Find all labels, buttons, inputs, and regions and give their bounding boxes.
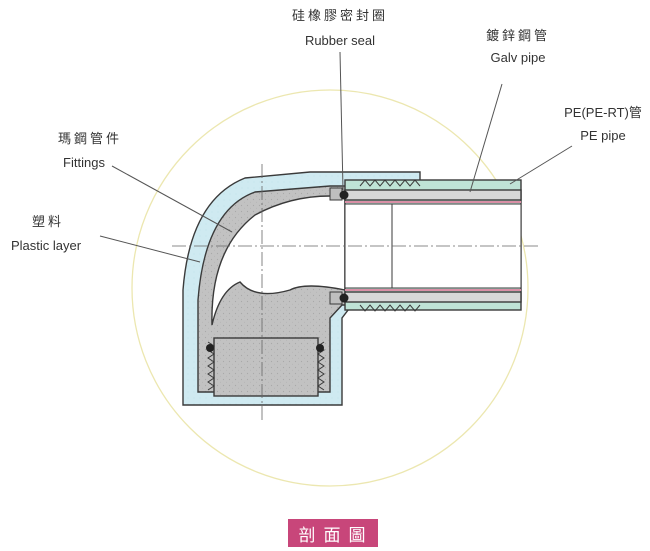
leader-plastic-layer	[99, 235, 201, 263]
lower-port-thread-right	[317, 341, 325, 391]
leader-fittings	[111, 165, 233, 233]
background-circle	[131, 89, 529, 487]
galv-pipe-wall-bottom	[344, 291, 522, 303]
lower-seal-right	[316, 344, 324, 352]
lower-thread	[359, 304, 421, 312]
label-fittings-zh: 瑪鋼管件	[58, 132, 122, 147]
lower-port-cavity	[213, 337, 319, 397]
lower-rubber-seal	[339, 293, 349, 303]
elbow-bore	[211, 195, 346, 326]
label-plastic-en: Plastic layer	[11, 238, 82, 253]
label-fittings-en: Fittings	[63, 155, 105, 170]
label-plastic-zh: 塑料	[32, 215, 64, 230]
label-rubber-seal-zh: 硅橡膠密封圈	[292, 8, 388, 24]
section-view-caption: 剖面圖	[288, 519, 378, 547]
upper-rubber-seal	[339, 190, 349, 200]
leader-rubber-seal	[339, 51, 344, 191]
label-galv-pipe-zh: 鍍鋅鋼管	[486, 28, 550, 44]
label-pe-pipe-en: PE pipe	[580, 128, 626, 143]
upper-thread	[359, 179, 421, 187]
label-rubber-seal-en: Rubber seal	[305, 33, 375, 48]
label-galv-pipe-en: Galv pipe	[491, 50, 546, 65]
leader-galv-pipe	[469, 83, 503, 193]
lower-seal-left	[206, 344, 214, 352]
leader-pe-pipe	[509, 145, 573, 185]
label-pe-pipe-zh: PE(PE-RT)管	[564, 105, 642, 120]
galv-pipe-wall-top	[344, 189, 522, 201]
